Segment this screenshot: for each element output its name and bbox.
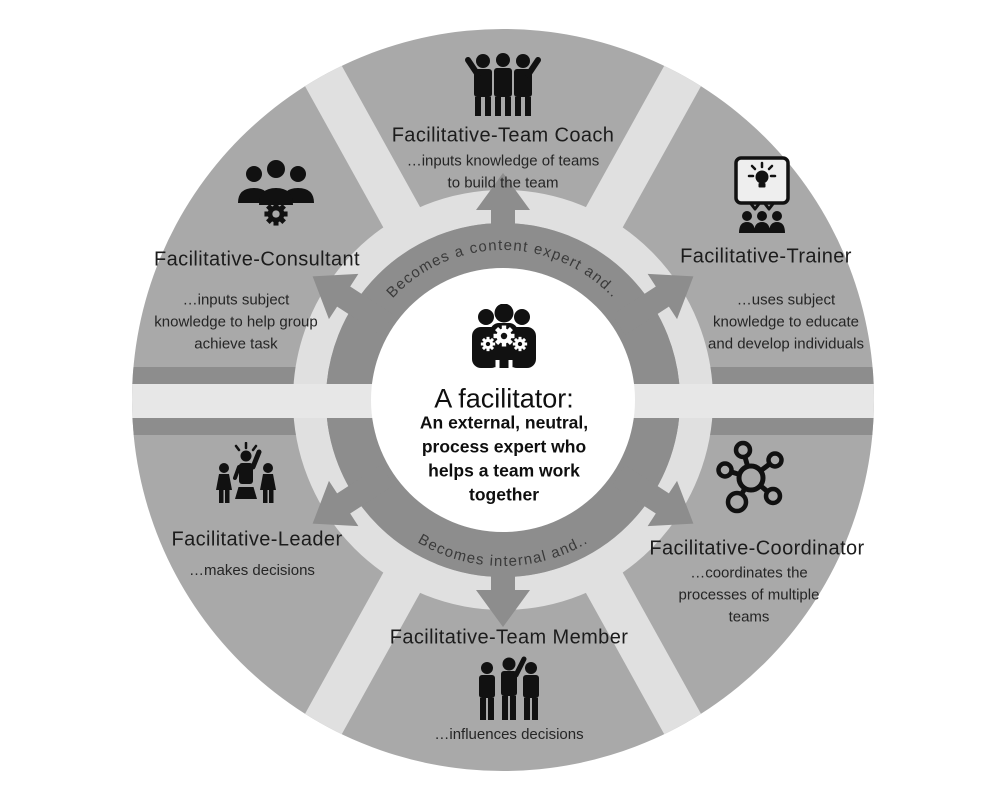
team-celebration-icon [465, 53, 541, 116]
arrow-lower-left-icon [312, 465, 394, 527]
gear-icon [480, 336, 496, 352]
arrow-lower-right-icon [612, 465, 694, 527]
center-description: An external, neutral, process expert who… [419, 412, 589, 506]
leader-podium-icon [216, 442, 276, 503]
segment-desc-coordinator: …coordinates the processes of multiple t… [678, 564, 820, 625]
segment-title-consultant: Facilitative-Consultant [154, 248, 360, 271]
segment-title-leader: Facilitative-Leader [171, 528, 343, 551]
ring-arrows [312, 173, 694, 627]
segment-title-trainer: Facilitative-Trainer [680, 245, 852, 268]
gear-icon [264, 202, 288, 226]
center-title: A facilitator: [434, 383, 574, 414]
gear-icon [493, 325, 515, 347]
segment-desc-leader: …makes decisions [189, 562, 315, 580]
network-hub-icon [716, 440, 784, 514]
facilitator-team-gears-icon [472, 304, 536, 369]
hand-raised-group-icon [479, 656, 539, 720]
segment-title-team-coach: Facilitative-Team Coach [391, 124, 615, 147]
gear-icon [512, 336, 528, 352]
arrow-up-icon [476, 173, 530, 262]
consultants-gear-icon [238, 160, 314, 226]
arrow-down-icon [476, 538, 530, 627]
arrow-upper-right-icon [612, 273, 694, 335]
center-circle [371, 268, 635, 532]
presentation-lightbulb-icon [734, 156, 790, 233]
arrow-upper-left-icon [312, 273, 394, 335]
segment-desc-team-member: …influences decisions [434, 726, 584, 744]
segment-desc-team-coach: …inputs knowledge of teams to build the … [406, 152, 600, 191]
segment-desc-trainer: …uses subject knowledge to educate and d… [708, 291, 864, 352]
segment-desc-consultant: …inputs subject knowledge to help group … [154, 291, 318, 352]
segment-title-coordinator: Facilitative-Coordinator [649, 537, 865, 560]
segment-title-team-member: Facilitative-Team Member [389, 626, 629, 649]
